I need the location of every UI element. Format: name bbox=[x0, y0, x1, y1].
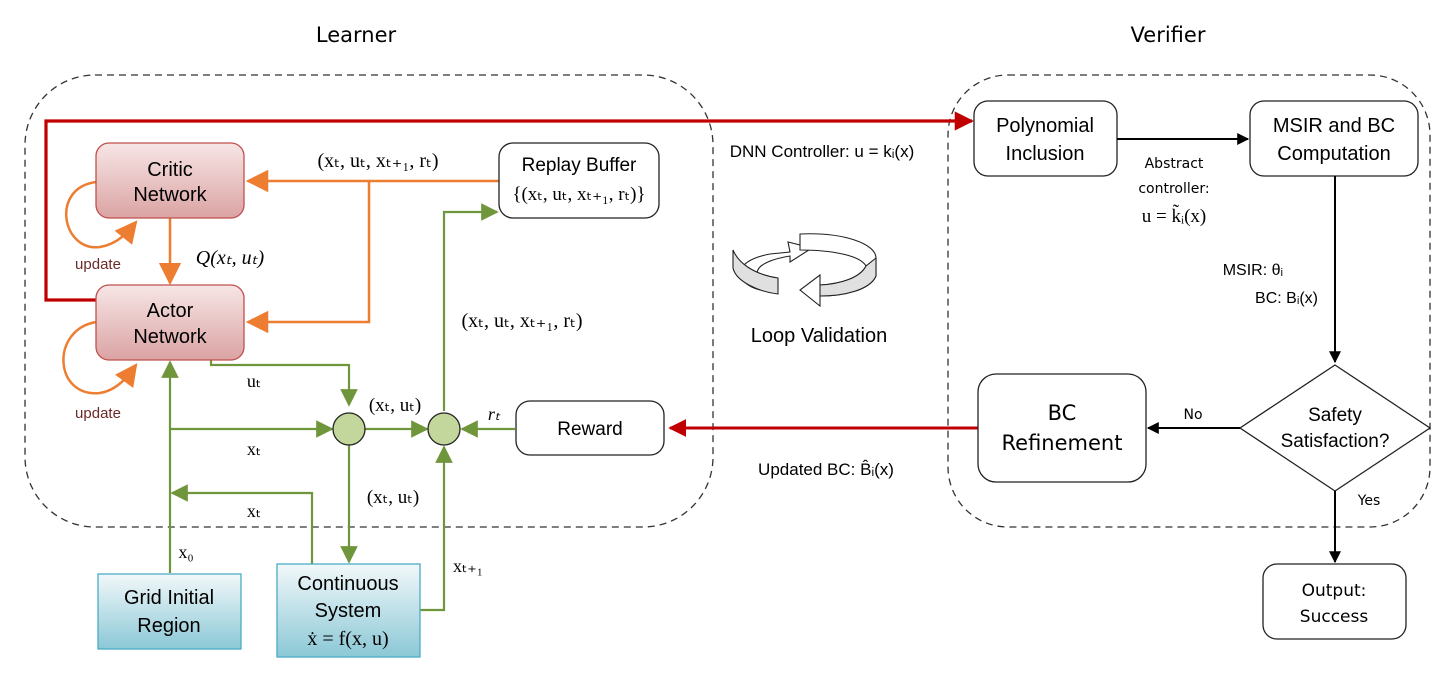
yes-label: Yes bbox=[1357, 493, 1381, 509]
junction-to-replay-arrow bbox=[442, 203, 499, 411]
xu-lower-label: (xₜ, uₜ) bbox=[367, 487, 419, 508]
poly-line2: Inclusion bbox=[1006, 143, 1085, 165]
junction-state-action bbox=[332, 412, 366, 446]
refinement-line1: BC bbox=[1048, 401, 1077, 425]
continuous-system-box[interactable]: Continuous System ẋ = f(x, u) bbox=[276, 563, 421, 658]
msir-bc-computation-box[interactable]: MSIR and BC Computation bbox=[1249, 100, 1419, 177]
system-equation: ẋ = f(x, u) bbox=[307, 628, 388, 650]
x0-label: x₀ bbox=[178, 542, 193, 562]
verifier-container bbox=[947, 74, 1431, 528]
msir-output-label: MSIR: θᵢ bbox=[1223, 262, 1283, 279]
system-line2: System bbox=[315, 600, 382, 622]
grid-line2: Region bbox=[137, 615, 200, 637]
xt-lower-label: xₜ bbox=[247, 501, 261, 521]
ut-arrow bbox=[209, 359, 358, 407]
bc-output-label: BC: Bᵢ(x) bbox=[1255, 290, 1318, 307]
msir-line2: Computation bbox=[1277, 143, 1390, 165]
transition-top-label: (xₜ, uₜ, xₜ₊₁, rₜ) bbox=[317, 150, 438, 172]
refinement-line2: Refinement bbox=[1002, 431, 1123, 455]
learner-title: Learner bbox=[316, 23, 397, 47]
poly-line1: Polynomial bbox=[996, 115, 1094, 137]
abstract-line2: controller: bbox=[1138, 181, 1209, 197]
actor-network-box[interactable]: Actor Network bbox=[95, 284, 245, 361]
xt-upper-label: xₜ bbox=[247, 439, 261, 459]
critic-update-label: update bbox=[75, 256, 121, 273]
system-to-junction-arrow bbox=[420, 445, 453, 612]
ut-label: uₜ bbox=[247, 371, 261, 391]
grid-initial-region-box[interactable]: Grid Initial Region bbox=[97, 573, 242, 650]
system-line1: Continuous bbox=[297, 573, 398, 595]
replay-to-actor-arrow bbox=[245, 181, 371, 334]
loop-validation-icon bbox=[732, 233, 877, 308]
replay-content: {(xₜ, uₜ, xₜ₊₁, rₜ)} bbox=[512, 184, 645, 205]
replay-buffer-box[interactable]: Replay Buffer {(xₜ, uₜ, xₜ₊₁, rₜ)} bbox=[498, 142, 660, 219]
rt-label: rₜ bbox=[488, 404, 501, 424]
actor-update-loop bbox=[62, 320, 138, 395]
bc-refinement-box[interactable]: BC Refinement bbox=[977, 373, 1147, 483]
dnn-controller-arrow bbox=[44, 111, 974, 302]
output-success-box[interactable]: Output: Success bbox=[1262, 563, 1407, 640]
abstract-line1: Abstract bbox=[1145, 156, 1204, 172]
safety-satisfaction-decision[interactable]: Safety Satisfaction? bbox=[1238, 364, 1432, 492]
actor-line1: Actor bbox=[147, 300, 194, 322]
decision-line2: Satisfaction? bbox=[1281, 431, 1390, 452]
no-label: No bbox=[1183, 407, 1202, 423]
replay-title: Replay Buffer bbox=[522, 155, 637, 176]
junction-transition bbox=[427, 412, 461, 446]
dnn-controller-label: DNN Controller: u = kᵢ(x) bbox=[730, 142, 915, 161]
abstract-line3: u = k̃ᵢ(x) bbox=[1142, 204, 1206, 227]
critic-network-box[interactable]: Critic Network bbox=[95, 142, 245, 219]
critic-line1: Critic bbox=[147, 159, 193, 181]
system-xt-feedback-arrow bbox=[170, 484, 314, 564]
decision-line1: Safety bbox=[1308, 405, 1362, 426]
output-line2: Success bbox=[1300, 607, 1369, 627]
critic-update-loop bbox=[64, 180, 138, 249]
updated-bc-label: Updated BC: B̂ᵢ(x) bbox=[758, 459, 894, 479]
xu-upper-label: (xₜ, uₜ) bbox=[369, 395, 421, 416]
verifier-title: Verifier bbox=[1131, 23, 1206, 47]
reward-box[interactable]: Reward bbox=[515, 400, 665, 456]
msir-line1: MSIR and BC bbox=[1273, 115, 1395, 137]
critic-line2: Network bbox=[133, 184, 207, 206]
polynomial-inclusion-box[interactable]: Polynomial Inclusion bbox=[973, 100, 1118, 177]
loop-validation-label: Loop Validation bbox=[751, 325, 887, 347]
grid-line1: Grid Initial bbox=[124, 587, 214, 609]
output-line1: Output: bbox=[1302, 581, 1367, 601]
actor-line2: Network bbox=[133, 326, 207, 348]
xnext-label: xₜ₊₁ bbox=[453, 556, 483, 576]
reward-label: Reward bbox=[557, 419, 622, 440]
actor-update-label: update bbox=[75, 405, 121, 422]
q-value-label: Q(xₜ, uₜ) bbox=[196, 247, 265, 269]
transition-mid-label: (xₜ, uₜ, xₜ₊₁, rₜ) bbox=[461, 310, 582, 332]
